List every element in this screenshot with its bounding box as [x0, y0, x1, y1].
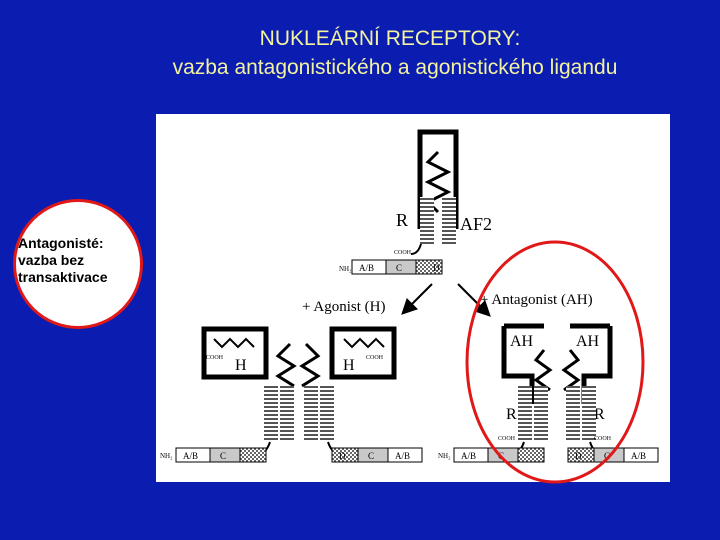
antagonist-note: Antagonisté: vazba bez transaktivace — [18, 235, 108, 286]
antagonist-highlight-ellipse — [467, 242, 643, 482]
